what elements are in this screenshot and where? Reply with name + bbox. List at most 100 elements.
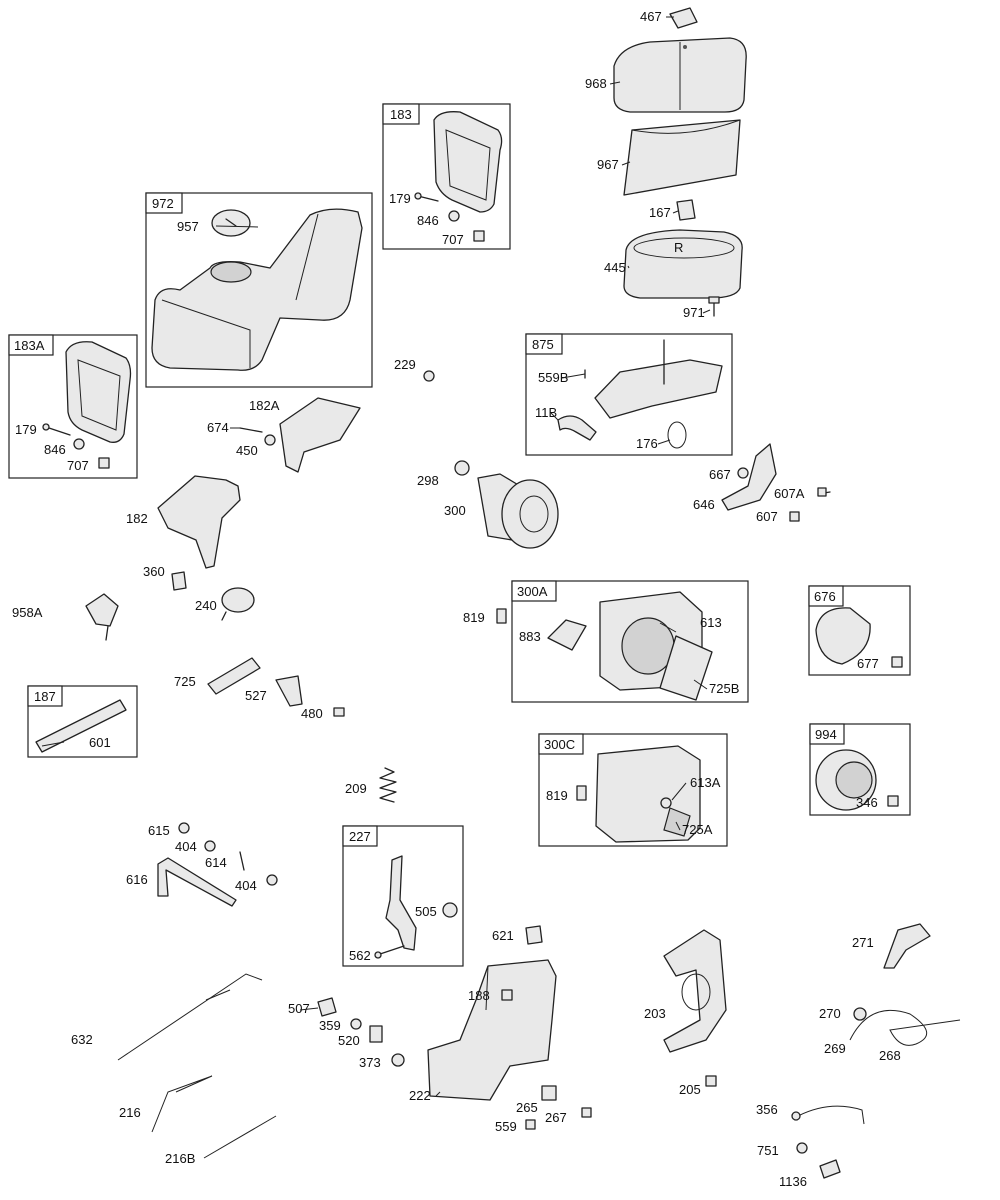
callout-label: 179 xyxy=(15,422,37,437)
bushing-360 xyxy=(171,571,187,591)
callout-label: 216B xyxy=(165,1151,195,1166)
clip-520 xyxy=(369,1025,383,1043)
callout-label: 520 xyxy=(338,1033,360,1048)
guard-994 xyxy=(815,749,877,811)
callout-label: 298 xyxy=(417,473,439,488)
group-972: 972 xyxy=(145,192,373,388)
nut-450 xyxy=(264,434,276,446)
fuel-tank-972 xyxy=(151,208,363,371)
cable-268 xyxy=(849,1009,961,1046)
group-label: 994 xyxy=(815,727,837,742)
bracket-203 xyxy=(663,929,727,1053)
callout-label: 229 xyxy=(394,357,416,372)
washer-404-a xyxy=(204,840,216,852)
arrester-676 xyxy=(815,607,871,665)
callout-label: 613 xyxy=(700,615,722,630)
fuel-line-601 xyxy=(35,699,127,753)
screw-607 xyxy=(789,511,800,522)
group-label: 227 xyxy=(349,829,371,844)
callout-label: 450 xyxy=(236,443,258,458)
link-216 xyxy=(151,1075,213,1133)
washer-751 xyxy=(796,1142,808,1154)
screw-674 xyxy=(239,427,263,433)
bracket-183 xyxy=(433,111,503,213)
callout-label: 373 xyxy=(359,1055,381,1070)
spring-209 xyxy=(379,767,397,803)
bolt-179-a xyxy=(414,192,439,202)
callout-label: 646 xyxy=(693,497,715,512)
part-labels: 467 968 967 167 445 971 179 846 707 957 … xyxy=(12,9,901,1189)
callout-label: 216 xyxy=(119,1105,141,1120)
gasket-176 xyxy=(667,421,687,449)
callout-label: 601 xyxy=(89,735,111,750)
callout-label: 819 xyxy=(463,610,485,625)
callout-label: 346 xyxy=(856,795,878,810)
callout-label: 958A xyxy=(12,605,43,620)
washer-846-a xyxy=(448,210,460,222)
cable-632 xyxy=(117,973,263,1061)
callout-label: 883 xyxy=(519,629,541,644)
callout-label: 300 xyxy=(444,503,466,518)
nut-373 xyxy=(391,1053,405,1067)
screw-1136 xyxy=(819,1159,841,1179)
filter-445: R xyxy=(623,229,743,299)
bolt-179-b xyxy=(42,423,71,436)
callout-label: 1136 xyxy=(779,1174,807,1189)
group-300A: 300A xyxy=(511,580,749,703)
lever-227 xyxy=(385,855,417,951)
filter-marking: R xyxy=(674,240,683,255)
leader-lines xyxy=(41,16,711,1097)
muffler-300 xyxy=(477,473,559,549)
clamp-527 xyxy=(275,675,303,707)
washer-846-b xyxy=(73,438,85,450)
shield-182 xyxy=(157,475,241,569)
screw-267 xyxy=(581,1107,592,1118)
callout-label: 505 xyxy=(415,904,437,919)
callout-label: 527 xyxy=(245,688,267,703)
nut-298 xyxy=(454,460,470,476)
callout-label: 480 xyxy=(301,706,323,721)
callout-label: 179 xyxy=(389,191,411,206)
screw-819-a xyxy=(496,608,507,624)
group-label: 300A xyxy=(517,584,548,599)
callout-label: 267 xyxy=(545,1110,567,1125)
group-label: 300C xyxy=(544,737,575,752)
callout-label: 616 xyxy=(126,872,148,887)
washer-229 xyxy=(423,370,435,382)
cover-968 xyxy=(613,37,747,113)
callout-label: 725 xyxy=(174,674,196,689)
callout-label: 614 xyxy=(205,855,227,870)
nut-359 xyxy=(350,1018,362,1030)
screw-971 xyxy=(708,296,720,317)
group-183: 183 xyxy=(382,103,511,250)
callout-label: 404 xyxy=(175,839,197,854)
line-725 xyxy=(207,657,261,695)
bracket-265 xyxy=(541,1085,557,1101)
screw-559 xyxy=(525,1119,536,1130)
screw-607A xyxy=(817,487,831,497)
group-label: 183A xyxy=(14,338,45,353)
callout-label: 188 xyxy=(468,988,490,1003)
group-label: 972 xyxy=(152,196,174,211)
group-676: 676 xyxy=(808,585,911,676)
callout-label: 674 xyxy=(207,420,229,435)
callout-label: 559B xyxy=(538,370,568,385)
callout-label: 725B xyxy=(709,681,739,696)
callout-label: 677 xyxy=(857,656,879,671)
fuel-cap-957 xyxy=(211,209,251,237)
fuel-filter-240 xyxy=(221,587,255,621)
group-183A: 183A xyxy=(8,334,138,479)
callout-label: 167 xyxy=(649,205,671,220)
callout-label: 11B xyxy=(535,405,557,420)
nut-667 xyxy=(737,467,749,479)
clip-614 xyxy=(239,851,245,871)
callout-label: 819 xyxy=(546,788,568,803)
cable-356 xyxy=(791,1105,865,1125)
washer-404-b xyxy=(266,874,278,886)
group-227: 227 xyxy=(342,825,464,967)
callout-label: 269 xyxy=(824,1041,846,1056)
nut-167 xyxy=(676,199,696,221)
callout-label: 176 xyxy=(636,436,658,451)
callout-label: 751 xyxy=(757,1143,779,1158)
